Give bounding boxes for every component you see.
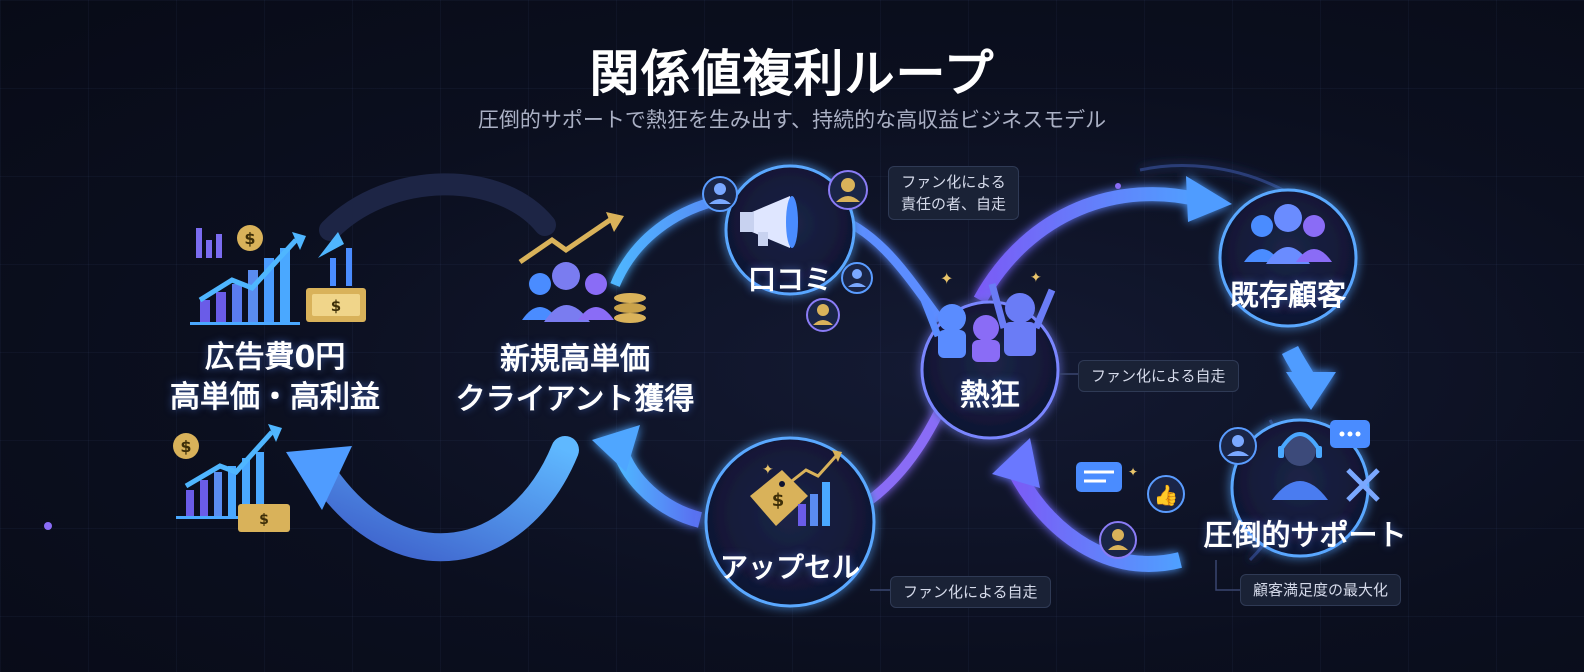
profit-node-label: 広告費0円 高単価・高利益 [150, 338, 400, 418]
page-subtitle: 圧倒的サポートで熱狂を生み出す、持続的な高収益ビジネスモデル [477, 108, 1107, 132]
megaphone-icon [740, 196, 798, 248]
svg-text:$: $ [772, 490, 785, 511]
page-title: 関係値複利ループ [589, 45, 995, 103]
enthusiasm-label: 熱狂 [960, 378, 1020, 413]
tag-fan-autonomy-bottom: ファン化による自走 [890, 576, 1051, 608]
tag-connector-lines [870, 373, 1240, 591]
acquisition-label-line2: クライアント獲得 [455, 382, 695, 417]
word-of-mouth-label: 口コミ [747, 263, 832, 296]
support-label: 圧倒的サポート [1203, 518, 1407, 552]
feedback-icons: 👍 [1076, 462, 1185, 559]
svg-text:$: $ [331, 297, 341, 315]
acquisition-node-label: 新規高単価 クライアント獲得 [440, 340, 710, 420]
tag-top-line2: 責任の者、自走 [901, 195, 1007, 213]
avatar-icons-word-of-mouth [702, 170, 873, 332]
tag-fan-responsibility: ファン化による 責任の者、自走 [888, 166, 1020, 220]
left-loop-arrows [286, 173, 579, 562]
support-agent-with-tools-icon [1219, 420, 1380, 502]
svg-text:✦: ✦ [1128, 465, 1138, 479]
svg-text:👍: 👍 [1154, 483, 1179, 507]
small-bar-chart-with-dollar-icon: $ $ [173, 424, 290, 532]
tag-top-line1: ファン化による [901, 173, 1006, 191]
svg-text:$: $ [180, 437, 191, 456]
svg-text:$: $ [259, 512, 269, 528]
profit-label-line1: 広告費0円 [204, 340, 346, 375]
people-with-coins-and-trend-icon [518, 212, 646, 323]
existing-customers-label: 既存顧客 [1229, 278, 1346, 312]
price-tag-growth-icon: $ [750, 450, 842, 526]
center-loop-arrows [592, 164, 1342, 572]
svg-text:$: $ [244, 229, 255, 248]
upsell-node-ring [704, 436, 876, 608]
tag-fan-autonomy-right: ファン化による自走 [1078, 360, 1239, 392]
tag-satisfaction-max: 顧客満足度の最大化 [1240, 574, 1402, 606]
cheering-people-icon: ✦ ✦ [920, 269, 1056, 362]
profit-label-line2: 高単価・高利益 [170, 380, 380, 415]
customer-group-icon [1244, 204, 1332, 264]
svg-text:✦: ✦ [1030, 270, 1042, 286]
upsell-label: アップセル [719, 551, 860, 584]
svg-text:✦: ✦ [940, 269, 953, 288]
svg-text:✦: ✦ [762, 462, 774, 478]
rising-bar-chart-with-dollar-icon: $ $ [190, 225, 366, 325]
sparkle-decorations: ✦ ✦ [44, 183, 1138, 530]
acquisition-label-line1: 新規高単価 [500, 342, 650, 377]
